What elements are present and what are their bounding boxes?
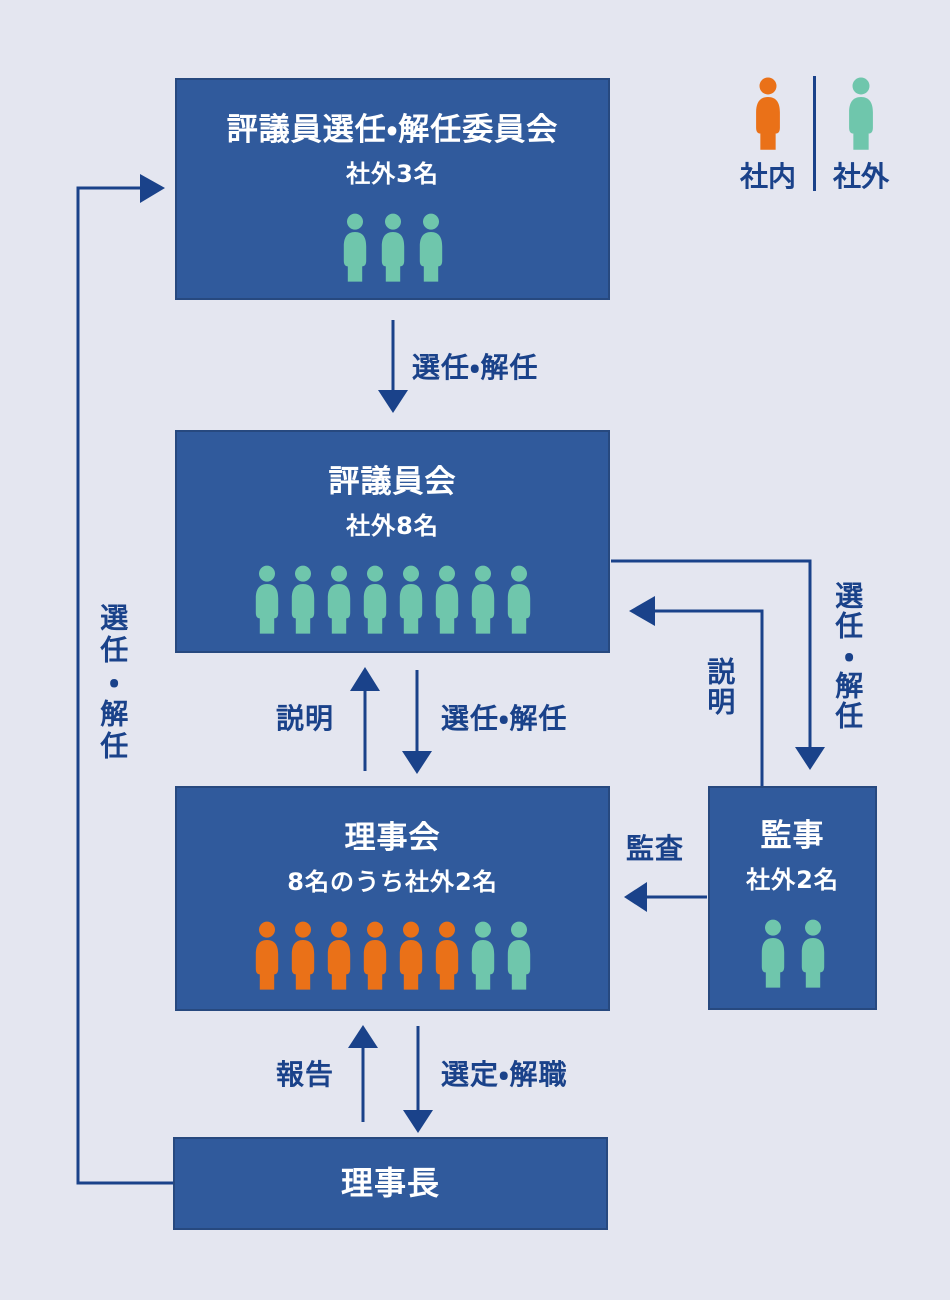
committee-title: 評議員選任・解任委員会: [226, 112, 559, 148]
council-box: 評議員会 社外8名: [175, 430, 610, 653]
person-icon-external: [435, 565, 458, 634]
label-appoint-dismiss-right: 選任・解任: [831, 581, 865, 731]
label-select-dismiss: 選定・解職: [441, 1058, 568, 1091]
arrow-auditor-to-council-explain: [629, 596, 764, 786]
committee-member-icons: [339, 212, 447, 284]
legend-divider: [813, 76, 816, 191]
arrow-committee-to-council: [378, 320, 408, 413]
label-appoint-dismiss-left: 選任・解任: [96, 603, 130, 763]
legend-external: 社外: [826, 76, 896, 191]
label-explain-mid: 説明: [276, 702, 335, 735]
auditor-subtitle: 社外2名: [746, 866, 839, 895]
label-explain-right: 説明: [703, 657, 737, 717]
person-icon-internal: [363, 921, 386, 990]
label-report: 報告: [276, 1058, 335, 1091]
person-icon-external: [507, 921, 530, 990]
person-icon-external: [291, 565, 314, 634]
chairman-title: 理事長: [340, 1163, 440, 1202]
label-audit: 監査: [626, 832, 685, 865]
person-icon-external: [363, 565, 386, 634]
external-person-icon: [849, 77, 873, 150]
auditor-title: 監事: [760, 818, 825, 854]
auditor-member-icons: [757, 918, 829, 990]
label-appoint-dismiss-top: 選任・解任: [412, 351, 539, 384]
legend-internal: 社内: [733, 76, 803, 191]
person-icon-external: [471, 921, 494, 990]
arrow-board-to-chairman-select: [403, 1026, 433, 1133]
label-appoint-dismiss-mid: 選任・解任: [441, 702, 568, 735]
person-icon-internal: [291, 921, 314, 990]
arrow-chairman-to-board-report: [348, 1025, 378, 1122]
person-icon-internal: [435, 921, 458, 990]
auditor-box: 監事 社外2名: [708, 786, 877, 1010]
person-icon-external: [399, 565, 422, 634]
person-icon-internal: [327, 921, 350, 990]
committee-box: 評議員選任・解任委員会 社外3名: [175, 78, 610, 300]
person-icon-internal: [399, 921, 422, 990]
arrow-board-to-council-explain: [350, 667, 380, 771]
legend-external-label: 社外: [832, 160, 889, 193]
arrow-council-to-board-appoint: [402, 670, 432, 774]
council-member-icons: [251, 564, 535, 636]
person-icon-external: [507, 565, 530, 634]
person-icon-external: [761, 919, 784, 988]
board-title: 理事会: [344, 820, 441, 856]
committee-subtitle: 社外3名: [346, 160, 439, 189]
person-icon-external: [327, 565, 350, 634]
board-member-icons: [251, 920, 535, 992]
board-box: 理事会 8名のうち社外2名: [175, 786, 610, 1011]
board-subtitle: 8名のうち社外2名: [287, 868, 498, 897]
council-subtitle: 社外8名: [346, 512, 439, 541]
person-icon-external: [801, 919, 824, 988]
legend: 社内 社外: [733, 76, 896, 191]
person-icon-external: [381, 213, 404, 282]
person-icon-external: [255, 565, 278, 634]
person-icon-internal: [255, 921, 278, 990]
person-icon-external: [419, 213, 442, 282]
legend-internal-label: 社内: [739, 160, 796, 193]
council-title: 評議員会: [328, 464, 457, 500]
person-icon-external: [471, 565, 494, 634]
person-icon-external: [343, 213, 366, 282]
internal-person-icon: [756, 77, 780, 150]
arrow-auditor-to-board-audit: [624, 882, 707, 912]
chairman-box: 理事長: [173, 1137, 608, 1230]
